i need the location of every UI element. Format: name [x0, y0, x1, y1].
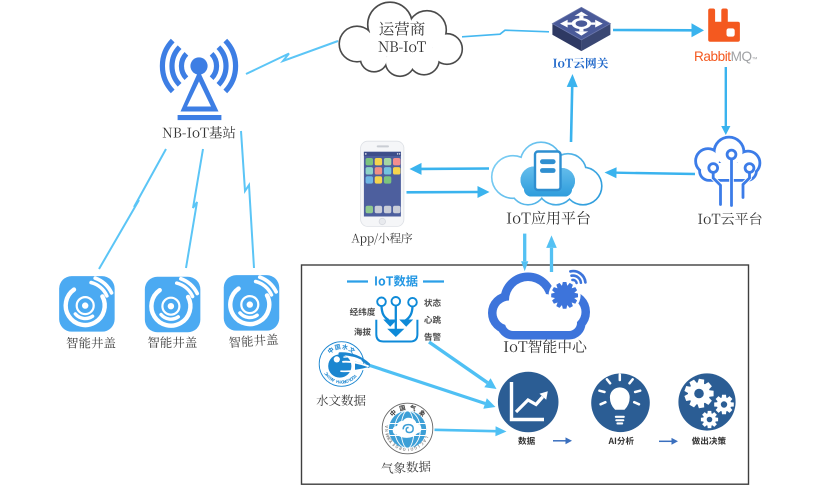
svg-text:RabbitMQ™: RabbitMQ™	[694, 49, 758, 64]
